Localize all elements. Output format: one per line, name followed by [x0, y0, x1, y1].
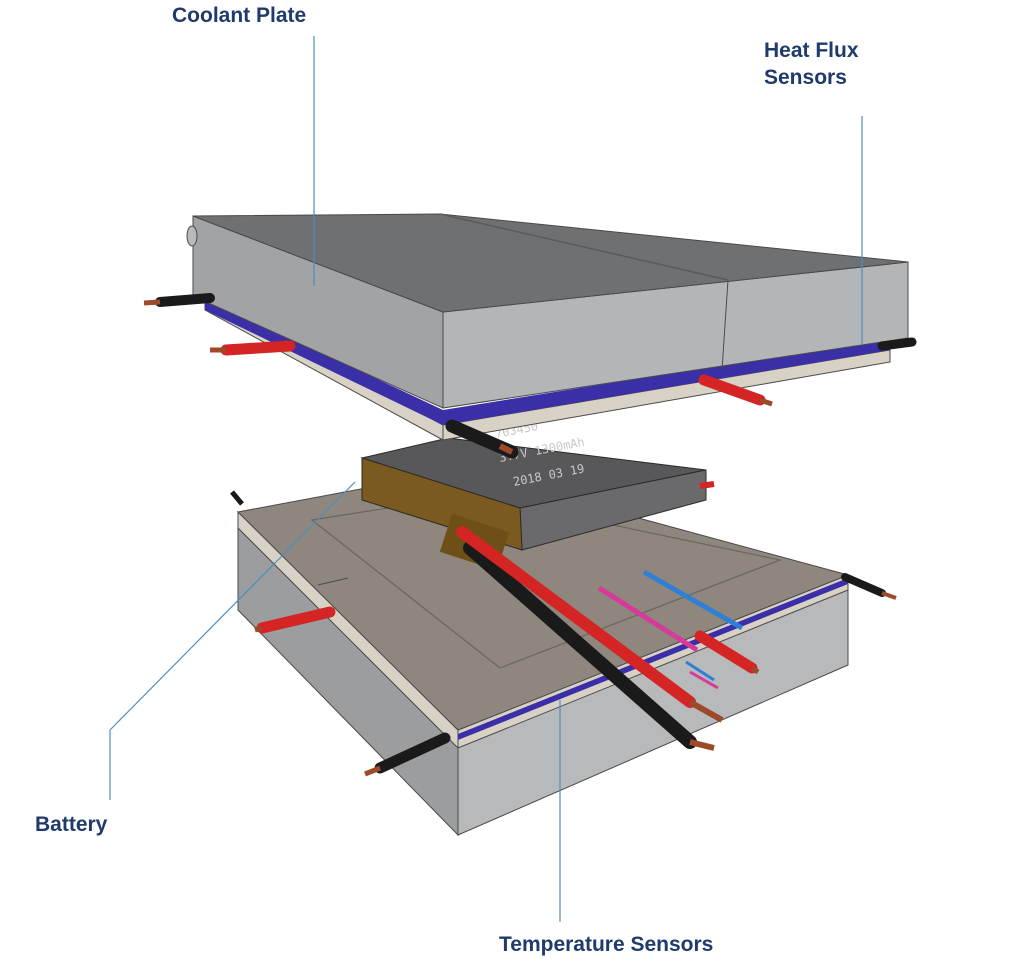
base-heat-flux-layer — [458, 578, 848, 740]
label-heat-flux-sensors: Heat Flux Sensors — [764, 37, 859, 91]
leader-lines — [109, 36, 863, 922]
battery-cell: 703450 3.7V 1300mAh 2018 03 19 — [360, 419, 707, 571]
label-temperature-sensors: Temperature Sensors — [499, 933, 714, 956]
temperature-sensor-wires — [597, 569, 760, 690]
label-heat-flux-line-2: Sensors — [764, 66, 847, 89]
label-coolant-plate: Coolant Plate — [172, 4, 307, 27]
top-heat-flux-layer-side — [443, 338, 890, 425]
coolant-plate-top-face — [192, 213, 909, 313]
leader-line-battery — [109, 481, 356, 800]
label-battery: Battery — [35, 813, 108, 836]
top-heat-flux-layer-front — [205, 298, 443, 425]
label-heat-flux-line-1: Heat Flux — [764, 39, 859, 62]
coolant-plate-wires — [143, 293, 917, 459]
battery-leads — [456, 481, 724, 751]
base-wires — [230, 490, 897, 777]
coolant-plate — [186, 213, 909, 441]
